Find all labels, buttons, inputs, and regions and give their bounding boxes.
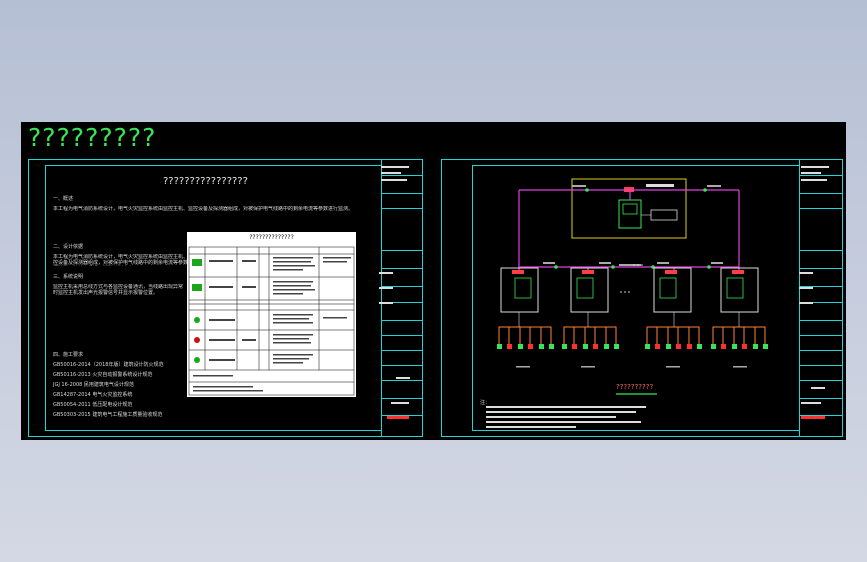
- notes-text: [486, 406, 646, 428]
- section-1: 一、概述: [53, 196, 74, 202]
- section-2-body: 本工程为电气消防系统设计，电气火灾监控系统由监控主机、监控设备及探测器组成，对被…: [53, 254, 193, 266]
- section-2: 二、设计依据: [53, 244, 84, 250]
- left-title-block: [381, 160, 422, 436]
- field-monitor-1: [500, 267, 539, 313]
- detector-circuits: [498, 326, 766, 344]
- section-4: 四、施工要求: [53, 352, 84, 358]
- diagram-caption: ??????????: [616, 383, 654, 391]
- field-monitor-4: [720, 267, 759, 313]
- communication-bus: [518, 189, 740, 274]
- standard-1: GB50016-2014（2018年版）建筑设计防火规范: [53, 362, 164, 368]
- printer-box: [650, 209, 678, 221]
- section-3: 三、系统说明: [53, 274, 84, 280]
- standard-3: JGJ 16-2008 民用建筑电气设计规范: [53, 382, 134, 388]
- notes-heading: 注：: [480, 400, 491, 406]
- section-1-body: 本工程为电气消防系统设计，电气火灾监控系统由监控主机、监控设备及探测器组成，对被…: [53, 206, 354, 212]
- field-monitor-2: [570, 267, 609, 313]
- standard-4: GB14287-2014 电气火灾监控系统: [53, 392, 133, 398]
- cad-drawing-canvas[interactable]: ????????? ???????????????? 一、概述 本工程为电气消防…: [21, 122, 846, 440]
- system-diagram: [379, 166, 829, 428]
- right-title-block: [799, 160, 842, 436]
- field-monitor-3: [653, 267, 692, 313]
- left-title-mark: [387, 416, 409, 419]
- detector-labels: [516, 366, 747, 368]
- standard-5: GB50054-2011 低压配电设计规范: [53, 402, 133, 408]
- right-sheet-frame: [441, 159, 843, 437]
- control-room-box: [571, 178, 687, 239]
- title-block-text: [379, 166, 829, 404]
- right-title-mark: [801, 416, 825, 419]
- standard-2: GB50116-2013 火灾自动报警系统设计规范: [53, 372, 153, 378]
- equipment-table: ??????????????: [187, 232, 356, 397]
- drawing-title: ?????????: [28, 123, 157, 152]
- detectors: [497, 344, 768, 349]
- standard-6: GB50303-2015 建筑电气工程施工质量验收规范: [53, 412, 163, 418]
- left-sheet-heading: ????????????????: [163, 176, 248, 187]
- left-sheet-frame: [28, 159, 423, 437]
- bus-labels: [543, 184, 723, 266]
- continuation-dots: [620, 264, 643, 293]
- equipment-table-grid: [188, 246, 355, 396]
- equipment-table-title: ??????????????: [249, 234, 294, 241]
- section-3-body: 监控主机采用总线方式与各监控设备通讯，当线路出现异常时监控主机发出声光报警信号并…: [53, 284, 183, 296]
